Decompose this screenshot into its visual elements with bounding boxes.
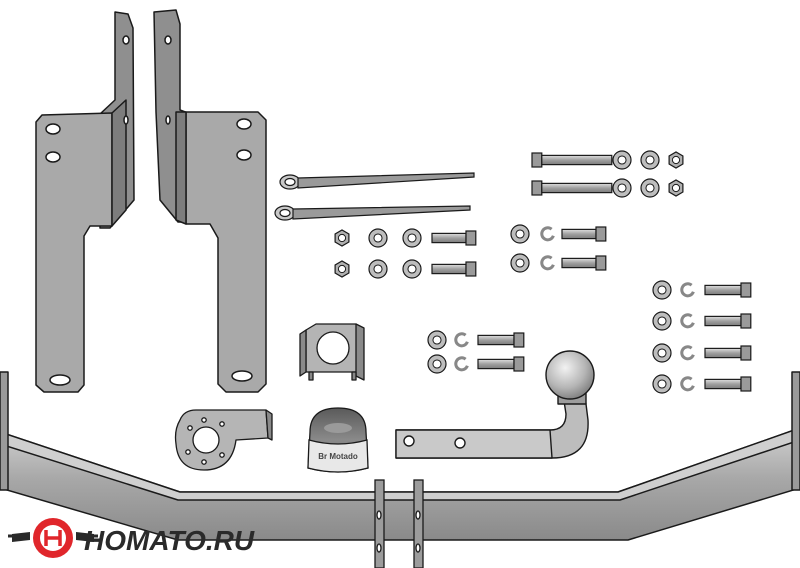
spring-washer xyxy=(540,255,555,271)
bolt-head xyxy=(595,255,607,271)
bolt-shank xyxy=(704,347,742,359)
bolt-head xyxy=(740,282,752,298)
bolt-head xyxy=(740,376,752,392)
bolt-head xyxy=(465,230,477,246)
bolt-head xyxy=(595,226,607,242)
bolt-head xyxy=(513,332,525,348)
bolt-head xyxy=(740,345,752,361)
spring-washer xyxy=(680,345,695,361)
bolt-shank xyxy=(541,154,613,166)
spring-washer xyxy=(680,282,695,298)
spring-washer xyxy=(540,226,555,242)
bolt-shank xyxy=(431,232,467,244)
main-cross-beam xyxy=(0,371,800,541)
homato-logo-emblem xyxy=(8,518,98,558)
bolt-head xyxy=(465,261,477,277)
bolt-shank xyxy=(561,228,597,240)
center-mounting-tabs xyxy=(374,479,424,568)
bolt-shank xyxy=(477,334,515,346)
bolt-shank xyxy=(561,257,597,269)
safety-cable-lower xyxy=(274,205,471,221)
socket-mounting-bracket xyxy=(299,323,365,381)
safety-cable-upper xyxy=(279,172,475,190)
bolt-head xyxy=(740,313,752,329)
spring-washer xyxy=(454,332,469,348)
homato-logo-text: HOMATO.RU xyxy=(84,525,255,556)
tow-ball-cap-label: Br Motado xyxy=(318,452,358,461)
tow-ball xyxy=(545,350,595,400)
bolt-shank xyxy=(704,284,742,296)
tow-ball-cap xyxy=(307,407,369,473)
spring-washer xyxy=(454,356,469,372)
spring-washer xyxy=(680,376,695,392)
homato-logo: HOMATO.RU xyxy=(8,518,255,558)
bolt-shank xyxy=(477,358,515,370)
fastener-hardware-group xyxy=(334,150,752,394)
bolt-shank xyxy=(541,182,613,194)
left-mounting-bracket xyxy=(35,11,135,393)
tow-ball-neck xyxy=(395,387,589,459)
right-mounting-bracket xyxy=(153,9,267,393)
electrical-socket-plate xyxy=(174,409,273,471)
bolt-shank xyxy=(704,378,742,390)
bolt-head xyxy=(531,152,543,168)
bolt-shank xyxy=(431,263,467,275)
bolt-head xyxy=(531,180,543,196)
spring-washer xyxy=(680,313,695,329)
bolt-head xyxy=(513,356,525,372)
bolt-shank xyxy=(704,315,742,327)
